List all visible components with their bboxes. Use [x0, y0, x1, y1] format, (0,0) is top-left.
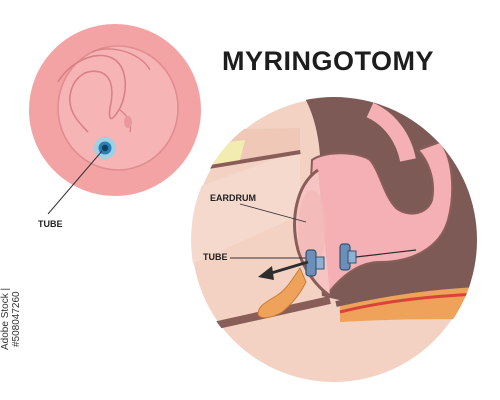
eardrum-closeup-circle [27, 22, 203, 215]
stock-id-text: Adobe Stock | #508047260 [0, 287, 22, 351]
malleus-outline [57, 54, 127, 133]
insertion-line [355, 249, 417, 258]
tube-label-small: TUBE [38, 219, 63, 229]
drained-fluid [257, 266, 307, 319]
cross-section-circle [190, 96, 478, 384]
eardrum-label: EARDRUM [210, 193, 256, 203]
drainage-arrow [267, 260, 309, 276]
tympanic-membrane [57, 45, 179, 171]
tube-graphic [305, 243, 357, 277]
tube-label: TUBE [203, 252, 228, 262]
eardrum-leader-line [239, 203, 307, 223]
page-title: MYRINGOTOMY [222, 46, 435, 76]
tube-leader-line [47, 150, 103, 215]
